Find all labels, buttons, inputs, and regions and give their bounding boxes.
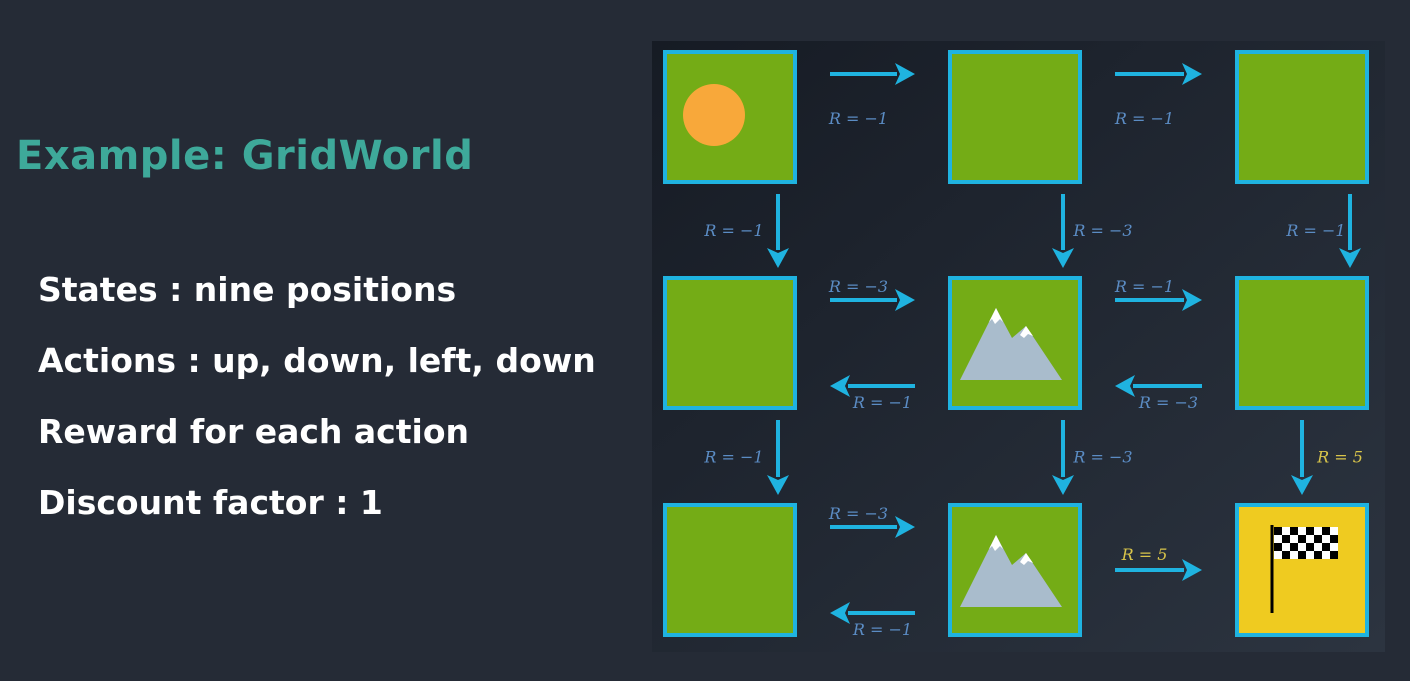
gridworld-diagram: R = −1 R = −1 R = −1 R = −3 R = −1 R = −3 R = … <box>652 41 1385 652</box>
arrow-10-to-11 <box>830 289 915 311</box>
arrow-10-to-20 <box>767 420 789 495</box>
arrow-12-to-22 <box>1291 420 1313 495</box>
reward-label-1: R = −1 <box>1114 109 1174 128</box>
reward-label-14: R = 5 <box>1121 545 1168 564</box>
reward-label-5: R = −3 <box>828 277 888 296</box>
arrow-01-to-11 <box>1052 194 1074 268</box>
gridworld-svg: R = −1 R = −1 R = −1 R = −3 R = −1 R = −3 R = … <box>652 41 1385 652</box>
reward-label-6: R = −1 <box>852 393 912 412</box>
bullet-discount: Discount factor : 1 <box>38 483 383 522</box>
grid-cell-1-2 <box>1235 276 1369 410</box>
reward-label-7: R = −1 <box>1114 277 1174 296</box>
mountain-icon <box>960 535 1062 607</box>
reward-label-11: R = 5 <box>1316 448 1363 467</box>
arrow-21-to-20 <box>830 602 915 624</box>
mountain-icon <box>960 308 1062 380</box>
arrow-01-to-02 <box>1115 63 1202 85</box>
arrow-20-to-21 <box>830 516 915 538</box>
grid-cell-1-0 <box>663 276 797 410</box>
arrow-02-to-12 <box>1339 194 1361 268</box>
grid-cell-1-1 <box>948 276 1082 410</box>
reward-label-12: R = −3 <box>828 504 888 523</box>
grid-cell-0-0 <box>663 50 797 184</box>
bullet-actions: Actions : up, down, left, down <box>38 341 596 380</box>
arrow-00-to-01 <box>830 63 915 85</box>
checkered-flag-icon <box>1270 525 1338 613</box>
grid-cell-0-1 <box>948 50 1082 184</box>
reward-label-2: R = −1 <box>703 221 763 240</box>
arrow-11-to-10 <box>830 375 915 397</box>
reward-label-8: R = −3 <box>1138 393 1198 412</box>
arrow-00-to-10 <box>767 194 789 268</box>
reward-label-9: R = −1 <box>703 448 763 467</box>
grid-cell-2-2 <box>1235 503 1369 637</box>
bullet-reward: Reward for each action <box>38 412 469 451</box>
reward-label-3: R = −3 <box>1072 221 1132 240</box>
bullet-states: States : nine positions <box>38 270 457 309</box>
reward-label-4: R = −1 <box>1285 221 1345 240</box>
grid-cell-2-0 <box>663 503 797 637</box>
arrow-11-to-12 <box>1115 289 1202 311</box>
grid-cell-0-2 <box>1235 50 1369 184</box>
bullet-list: States : nine positions Actions : up, do… <box>38 266 596 550</box>
grid-cell-2-1 <box>948 503 1082 637</box>
arrow-11-to-21 <box>1052 420 1074 495</box>
reward-label-0: R = −1 <box>828 109 888 128</box>
arrow-21-to-22 <box>1115 559 1202 581</box>
slide-title: Example: GridWorld <box>16 133 474 179</box>
arrow-12-to-11 <box>1115 375 1202 397</box>
start-circle-icon <box>683 84 745 146</box>
reward-label-10: R = −3 <box>1072 448 1132 467</box>
reward-label-13: R = −1 <box>852 620 912 639</box>
